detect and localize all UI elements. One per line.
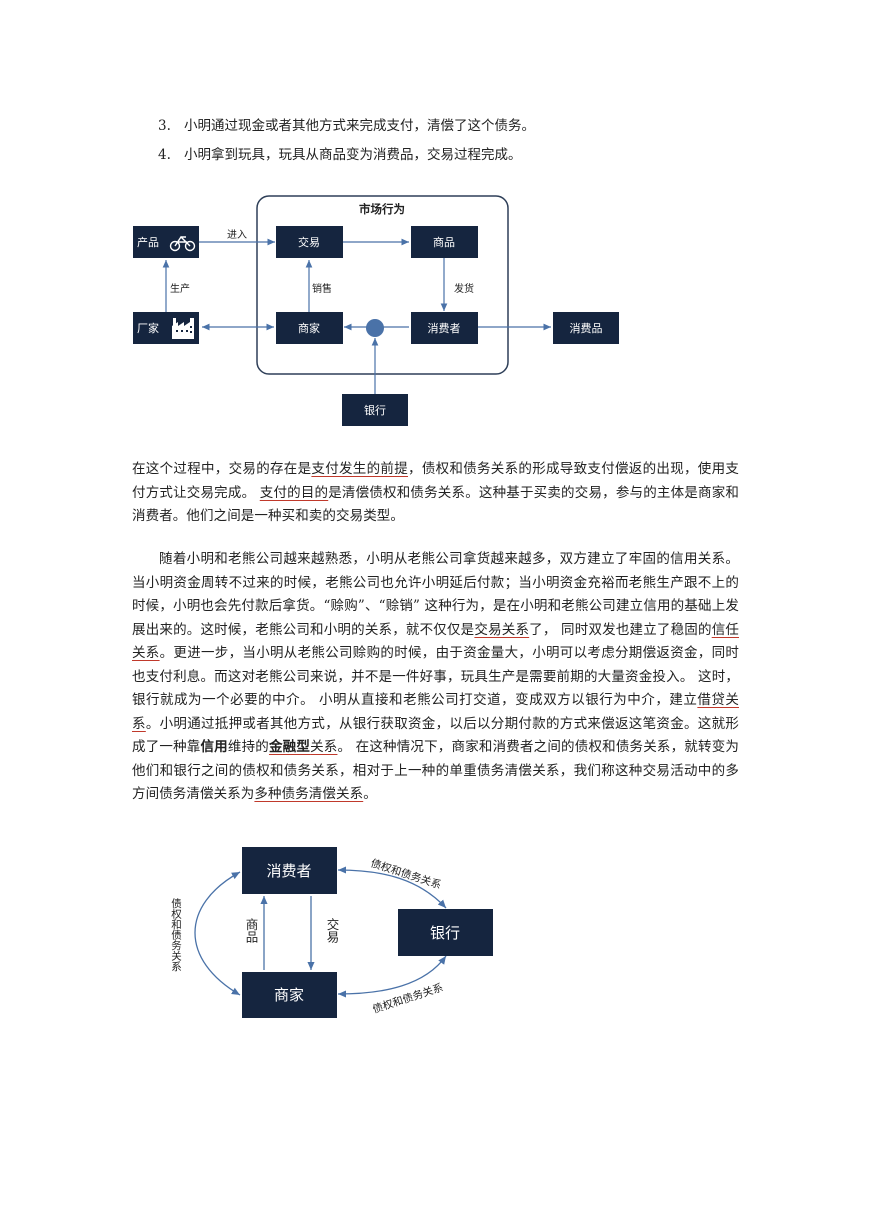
text-run: 是清偿债权和债务关系。这种基于买卖的交易，参与的主体是商家和消费者。他们之间是一…: [132, 484, 740, 525]
node-consumable: 消费品: [553, 312, 619, 344]
list-number: 3.: [158, 118, 171, 134]
market-group-box: [256, 195, 509, 375]
underlined-term: 支付发生的前提: [311, 461, 409, 477]
node-product: 产品: [133, 226, 199, 258]
underlined-term: 多种债务清偿关系: [254, 786, 364, 802]
text-run: 。 在这种情况下，商家和消费者之间的债权和债务关系，就转变为他们和银行之间的债权…: [132, 739, 739, 802]
edge-label-bottom-relation: 债权和债务关系: [371, 981, 445, 1016]
bank-hub-dot: [366, 319, 384, 337]
node-factory-label: 厂家: [137, 321, 159, 335]
text-run: 随着小明和老熊公司越来越熟悉，小明从老熊公司拿货越来越多，双方建立了牢固的信用关…: [132, 551, 739, 638]
text-run: 维持的: [227, 739, 269, 755]
node-merchant-2: 商家: [242, 972, 337, 1018]
list-item: 4. 小明拿到玩具，玩具从商品变为消费品，交易过程完成。: [158, 145, 522, 165]
node-bank: 银行: [342, 394, 408, 426]
underlined-term: 支付的目的: [259, 484, 329, 501]
underlined-term: 借贷关系: [132, 692, 739, 732]
node-merchant-label: 商家: [298, 321, 320, 335]
underlined-term: 信任关系: [132, 621, 739, 662]
node-bank-label: 银行: [364, 403, 386, 417]
underlined-term: 关系: [310, 739, 338, 755]
bold-term: 信用: [200, 739, 228, 755]
node-goods: 商品: [411, 226, 478, 258]
paragraph-text: 随着小明和老熊公司越来越熟悉，小明从老熊公司拿货越来越多，双方建立了牢固的信用关…: [132, 548, 739, 807]
paragraph-transaction: 在这个过程中，交易的存在是支付发生的前提，债权和债务关系的形成导致支付偿返的出现…: [132, 458, 739, 529]
node-trade: 交易: [276, 226, 343, 258]
edge-left-relation: [194, 871, 241, 996]
edge-label-goods: 商品: [244, 917, 259, 943]
edge-label-trade: 交易: [325, 917, 340, 944]
list-text: 小明通过现金或者其他方式来完成支付，清偿了这个债务。: [184, 118, 535, 134]
edge-label-enter: 进入: [227, 229, 247, 241]
edge-label-left-relation: 债权和债务关系: [170, 897, 182, 971]
edge-top-relation: [337, 866, 447, 909]
underlined-bold-term: 金融型: [268, 739, 311, 755]
market-flow-diagram: 市场行为 进入 生产 销售 发货 产品 厂家: [133, 195, 619, 426]
node-bank-2: 银行: [398, 909, 493, 956]
paragraph-credit: 随着小明和老熊公司越来越熟悉，小明从老熊公司拿货越来越多，双方建立了牢固的信用关…: [132, 548, 739, 807]
text-run: 了， 同时双发也建立了稳固的: [529, 621, 712, 638]
bicycle-icon: [169, 235, 196, 252]
paragraph-text: 在这个过程中，交易的存在是支付发生的前提，债权和债务关系的形成导致支付偿返的出现…: [132, 458, 739, 529]
node-trade-label: 交易: [298, 235, 320, 249]
node-bank-2-label: 银行: [430, 924, 460, 942]
list-item: 3. 小明通过现金或者其他方式来完成支付，清偿了这个债务。: [158, 116, 535, 136]
market-group-title: 市场行为: [359, 202, 405, 216]
text-run: 。: [363, 786, 377, 802]
list-number: 4.: [158, 147, 171, 163]
text-run: 在这个过程中，交易的存在是: [132, 461, 312, 477]
text-run: 。小明通过抵押或者其他方式，从银行获取资金，以后以分期付款的方式来偿返这笔资金。…: [132, 715, 739, 756]
edge-label-sell: 销售: [312, 282, 332, 295]
text-run: ，债权和债务关系的形成导致支付偿返的出现，使用支付方式让交易完成。: [132, 461, 740, 501]
node-factory: 厂家: [133, 312, 199, 344]
node-goods-label: 商品: [433, 235, 455, 249]
node-merchant: 商家: [276, 312, 343, 344]
node-consumer-2-label: 消费者: [266, 862, 311, 880]
edge-label-produce: 生产: [170, 282, 190, 295]
node-consumer-label: 消费者: [428, 321, 461, 335]
factory-icon: [172, 318, 194, 339]
node-merchant-2-label: 商家: [274, 986, 304, 1004]
text-run: 。更进一步，当小明从老熊公司赊购的时候，由于资金量大，小明可以考虑分期偿返资金，…: [132, 645, 740, 708]
node-consumable-label: 消费品: [570, 321, 603, 335]
edge-label-ship: 发货: [454, 282, 474, 295]
list-text: 小明拿到玩具，玩具从商品变为消费品，交易过程完成。: [184, 147, 522, 163]
node-consumer-2: 消费者: [242, 847, 337, 894]
node-product-label: 产品: [137, 235, 159, 249]
edge-bottom-relation: [337, 955, 447, 998]
underlined-term: 交易关系: [474, 621, 530, 638]
node-consumer: 消费者: [411, 312, 478, 344]
